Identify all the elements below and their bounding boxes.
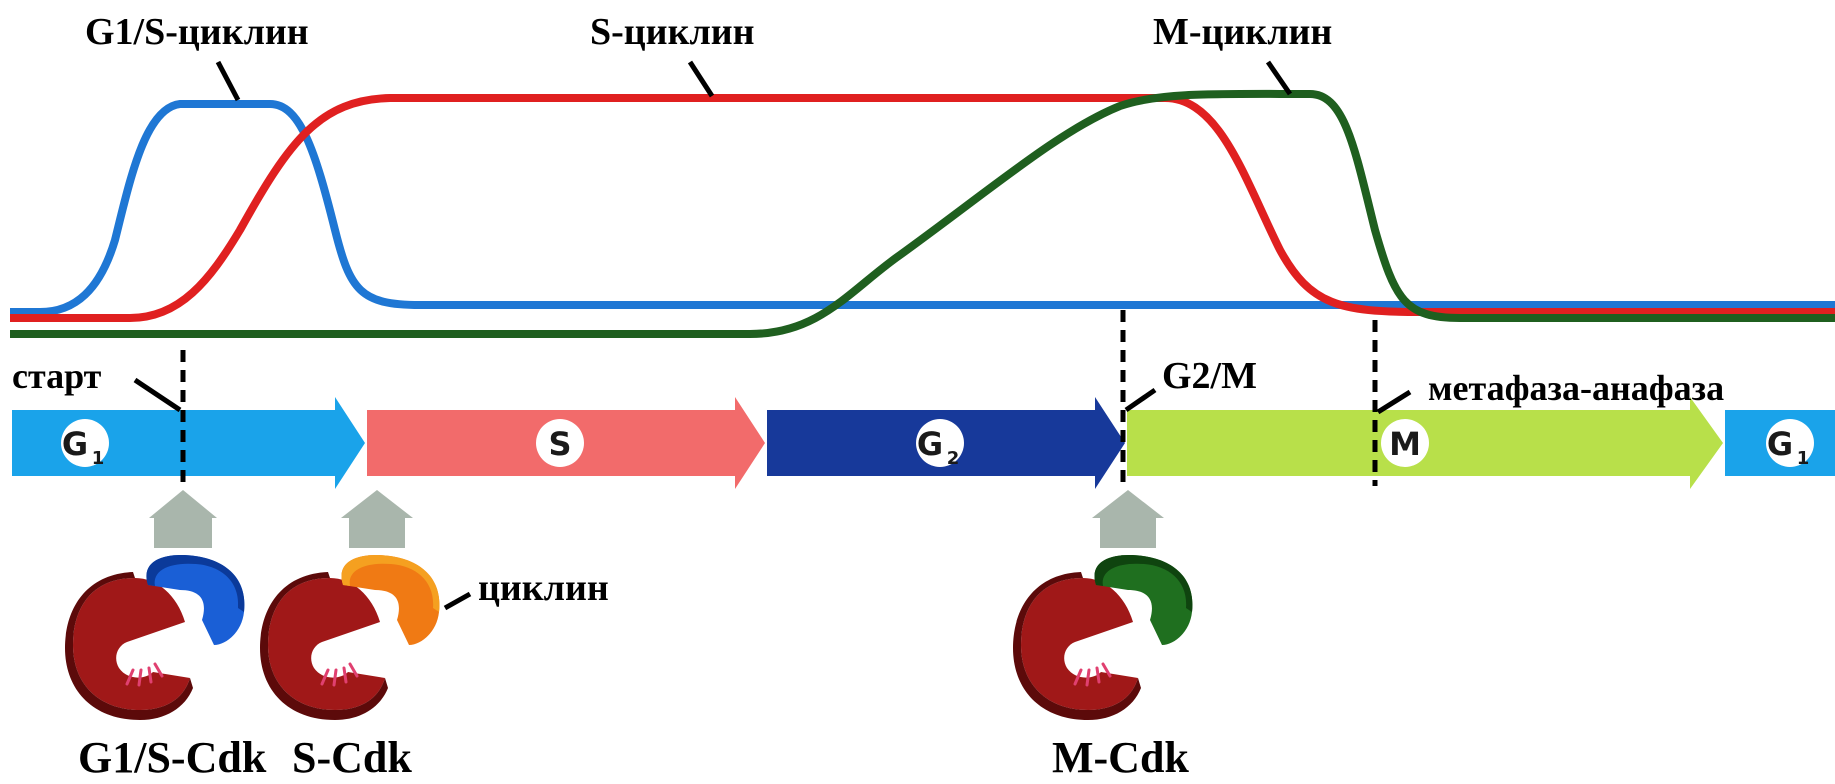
cyclin-curves xyxy=(10,89,1835,338)
s-cyclin-curve xyxy=(10,94,1835,322)
m-cyclin-label: M-циклин xyxy=(1153,11,1332,53)
s-up-arrow xyxy=(349,518,405,548)
g1s-cdk-label: G1/S-Cdk xyxy=(78,733,267,782)
svg-text:G: G xyxy=(1767,425,1793,463)
svg-text:G: G xyxy=(62,425,88,463)
m-cdk-complex xyxy=(1011,555,1193,722)
g1s-cyclin-label: G1/S-циклин xyxy=(85,11,309,53)
phase-g1-next-badge: G 1 xyxy=(1766,419,1814,469)
g2m-label: G2/M xyxy=(1162,355,1257,397)
s-cdk-complex: циклин xyxy=(258,555,609,722)
g1s-cyclin-curve xyxy=(10,100,1835,316)
g1s-up-arrow xyxy=(154,518,212,548)
checkpoint-labels: старт G2/M метафаза-анафаза xyxy=(12,355,1724,415)
meta-anaphase-label: метафаза-анафаза xyxy=(1428,368,1724,408)
phase-g2-badge: G 2 xyxy=(916,419,964,469)
svg-text:S: S xyxy=(548,425,571,463)
phase-s-badge: S xyxy=(536,419,584,467)
svg-text:M: M xyxy=(1389,425,1421,463)
svg-text:G: G xyxy=(917,425,943,463)
phase-g1-badge: G 1 xyxy=(61,419,109,469)
phase-g1-arrow xyxy=(12,397,365,489)
svg-text:1: 1 xyxy=(92,448,105,469)
s-cdk-label: S-Cdk xyxy=(292,733,412,782)
activation-arrows xyxy=(149,490,1164,548)
g1s-cdk-complex xyxy=(63,555,245,722)
s-cyclin-label: S-циклин xyxy=(590,11,755,53)
g1s-cyclin-cap xyxy=(146,555,245,645)
phase-m-badge: M xyxy=(1381,419,1429,467)
svg-text:1: 1 xyxy=(1797,448,1810,469)
checkpoints xyxy=(180,310,1378,486)
m-up-arrow xyxy=(1100,518,1156,548)
m-cyclin-cap xyxy=(1094,555,1193,645)
m-cyclin-curve xyxy=(10,89,1835,338)
phase-bar: G 1 S G 2 M G 1 xyxy=(12,397,1835,489)
m-cdk-label: M-Cdk xyxy=(1052,733,1189,782)
s-cyclin-cap xyxy=(341,555,440,645)
svg-text:2: 2 xyxy=(947,448,960,469)
cyclin-label: циклин xyxy=(478,567,609,609)
start-label: старт xyxy=(12,356,102,396)
curve-labels: G1/S-циклин S-циклин M-циклин xyxy=(85,11,1332,102)
complex-labels: G1/S-Cdk S-Cdk M-Cdk xyxy=(78,733,1189,782)
